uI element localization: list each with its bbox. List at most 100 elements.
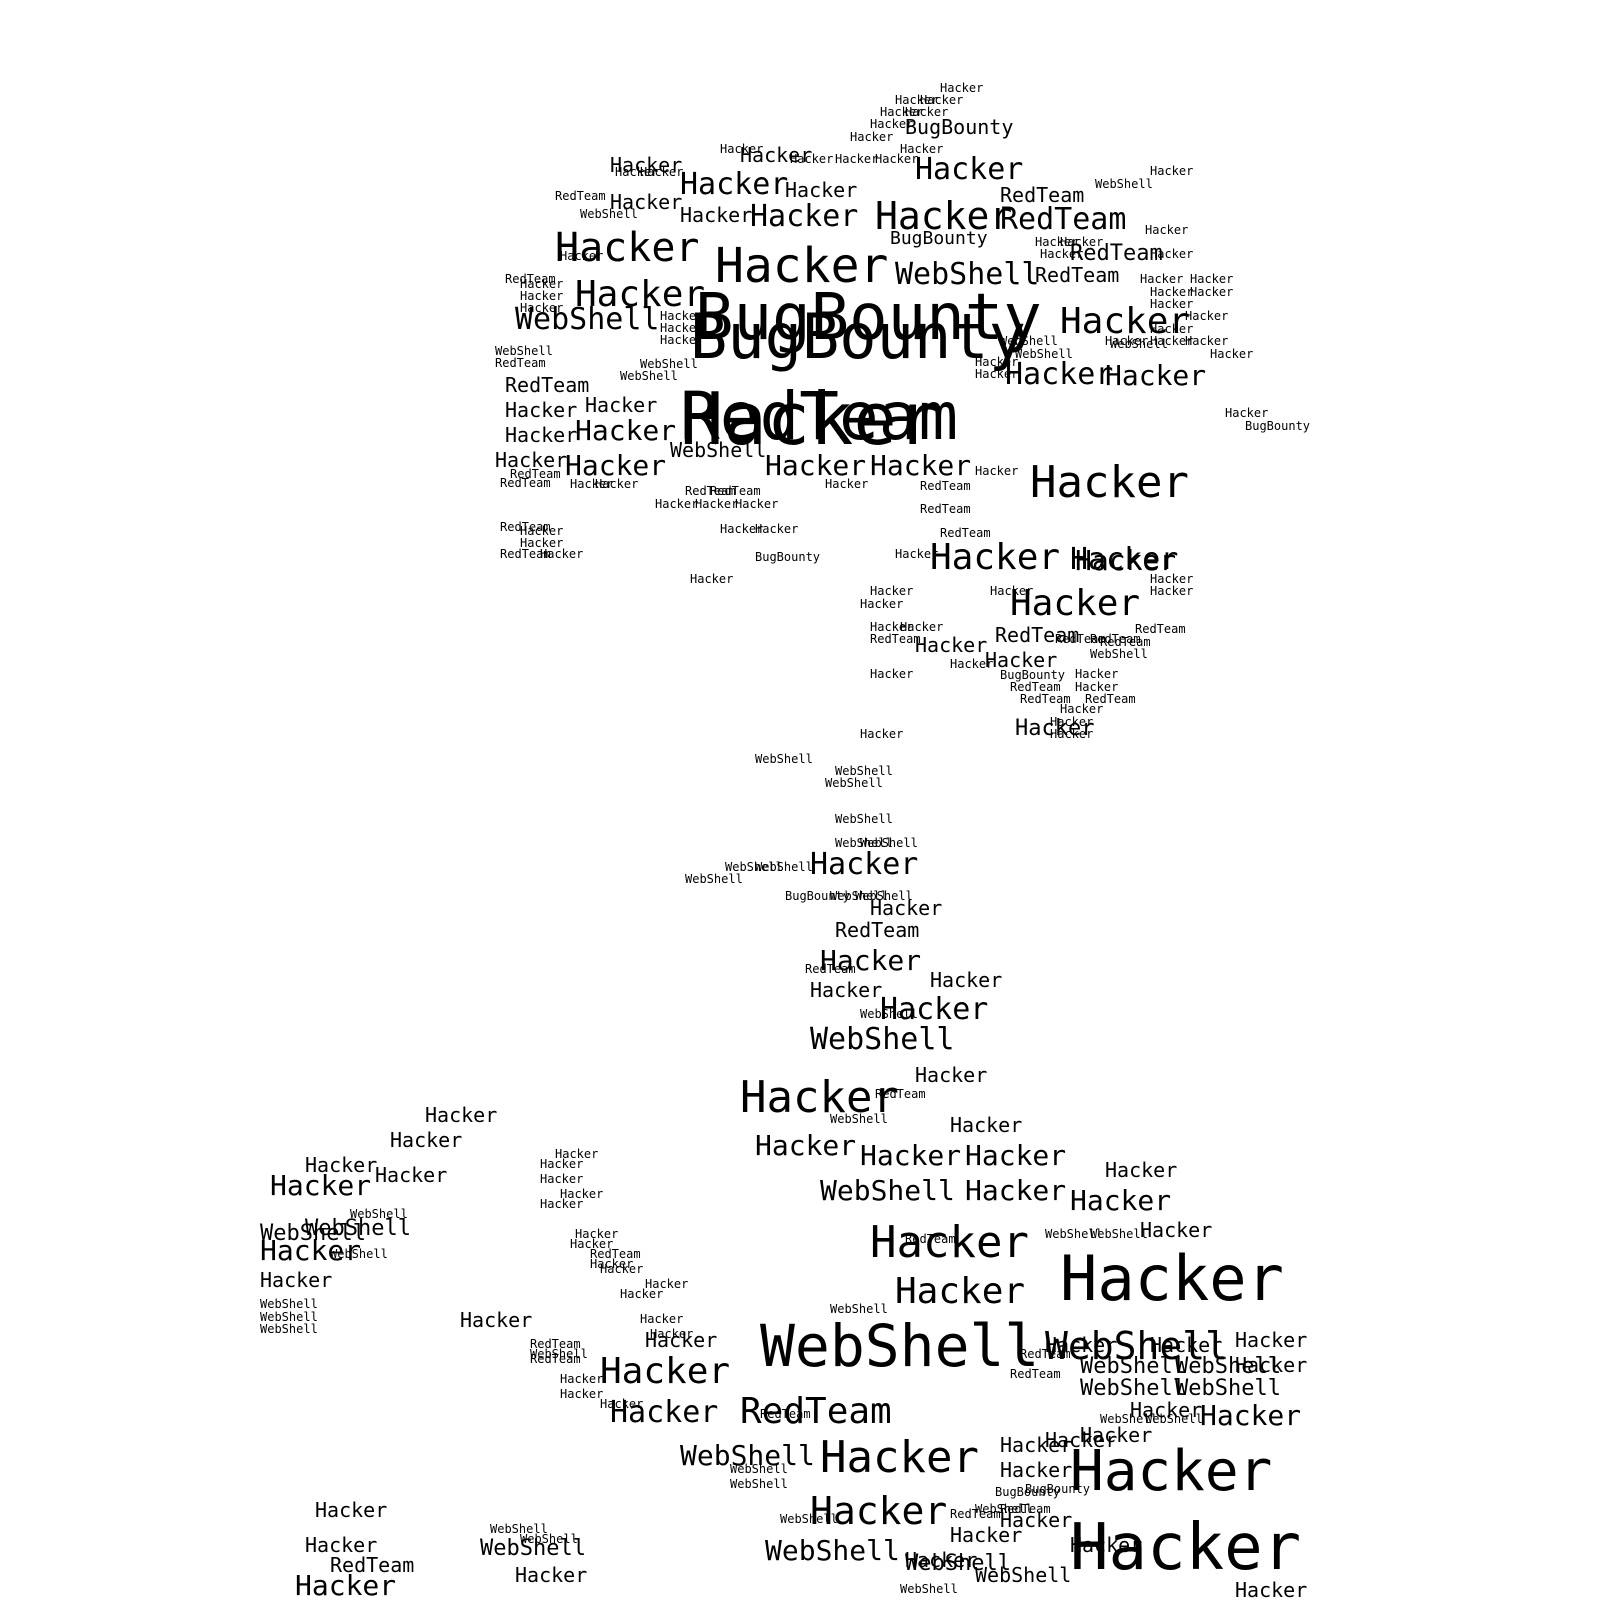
cloud-word: Hacker [870, 1217, 1029, 1268]
cloud-word: RedTeam [1010, 680, 1061, 694]
cloud-word: Hacker [555, 225, 700, 271]
cloud-word: Hacker [1150, 322, 1194, 336]
cloud-word: RedTeam [1070, 241, 1163, 266]
cloud-word: Hacker [520, 277, 564, 291]
cloud-word: RedTeam [760, 1407, 811, 1421]
cloud-word: WebShell [725, 860, 783, 874]
cloud-word: RedTeam [1000, 1502, 1051, 1516]
cloud-word: Hacker [755, 1129, 857, 1162]
cloud-word: WebShell [305, 1216, 411, 1241]
cloud-word: WebShell [975, 1502, 1033, 1516]
cloud-word: Hacker [610, 190, 683, 214]
cloud-word: Hacker [735, 497, 779, 511]
cloud-word: Hacker [1150, 164, 1194, 178]
cloud-word: Hacker [870, 620, 914, 634]
cloud-word: Hacker [1050, 727, 1094, 741]
cloud-word: Hacker [560, 1387, 604, 1401]
cloud-word: RedTeam [505, 272, 556, 286]
cloud-word: RedTeam [995, 623, 1080, 647]
cloud-word: RedTeam [680, 378, 959, 455]
cloud-word: WebShell [1175, 1354, 1281, 1379]
cloud-word: Hacker [1105, 359, 1207, 392]
cloud-word: Hacker [610, 153, 683, 177]
cloud-word: Hacker [950, 1113, 1023, 1137]
cloud-word: Hacker [1000, 1433, 1073, 1457]
cloud-word: WebShell [755, 752, 813, 766]
cloud-word: RedTeam [1135, 622, 1186, 636]
cloud-word: Hacker [1070, 542, 1179, 577]
cloud-word: RedTeam [530, 1352, 581, 1366]
cloud-word: WebShell [350, 1207, 408, 1221]
cloud-word: Hacker [820, 1432, 979, 1483]
cloud-word: Hacker [990, 584, 1034, 598]
cloud-word: Hacker [1000, 1458, 1073, 1482]
cloud-word: Hacker [575, 274, 706, 315]
cloud-word: BugBounty [1000, 668, 1066, 682]
cloud-word: Hacker [785, 178, 858, 202]
cloud-word: Hacker [1045, 1428, 1118, 1452]
cloud-word: Hacker [560, 1187, 604, 1201]
cloud-word: BugBounty [695, 281, 1042, 355]
cloud-word: RedTeam [740, 1391, 892, 1432]
cloud-word: RedTeam [920, 479, 971, 493]
cloud-word: RedTeam [1035, 263, 1120, 287]
cloud-word: WebShell [260, 1297, 318, 1311]
cloud-word: Hacker [715, 238, 889, 294]
cloud-word: Hacker [610, 1395, 719, 1430]
cloud-word: RedTeam [500, 476, 551, 490]
cloud-word: Hacker [520, 289, 564, 303]
cloud-word: Hacker [1075, 667, 1119, 681]
cloud-word: Hacker [620, 1287, 664, 1301]
cloud-word: BugBounty [995, 1485, 1061, 1499]
cloud-word: Hacker [1145, 223, 1189, 237]
cloud-word: Hacker [305, 1153, 378, 1177]
cloud-word: Hacker [645, 1277, 689, 1291]
cloud-word: Hacker [875, 194, 1013, 238]
cloud-word: RedTeam [510, 467, 561, 481]
cloud-word: Hacker [810, 978, 883, 1002]
cloud-word: Hacker [965, 1174, 1067, 1207]
cloud-word: WebShell [685, 872, 743, 886]
cloud-word: RedTeam [710, 484, 761, 498]
cloud-word: Hacker [1150, 1333, 1223, 1357]
cloud-word: Hacker [305, 1533, 378, 1557]
cloud-word: RedTeam [505, 373, 590, 397]
cloud-word: WebShell [515, 302, 660, 337]
cloud-word: Hacker [810, 1489, 948, 1533]
cloud-word: Hacker [540, 547, 584, 561]
cloud-word: RedTeam [1100, 635, 1151, 649]
cloud-word: Hacker [425, 1103, 498, 1127]
cloud-word: WebShell [1095, 177, 1153, 191]
cloud-word: Hacker [965, 1139, 1067, 1172]
cloud-word: Hacker [560, 1372, 604, 1386]
cloud-word: WebShell [895, 257, 1040, 292]
cloud-word: Hacker [315, 1498, 388, 1522]
cloud-word: RedTeam [495, 356, 546, 370]
cloud-word: Hacker [680, 167, 789, 202]
cloud-word: WebShell [730, 1462, 788, 1476]
cloud-word: Hacker [515, 1563, 588, 1587]
cloud-word: Hacker [1225, 406, 1269, 420]
cloud-word: BugBounty [1025, 1482, 1091, 1496]
cloud-word: Hacker [555, 1147, 599, 1161]
cloud-word: Hacker [680, 377, 941, 461]
cloud-word: Hacker [680, 203, 753, 227]
cloud-word: Hacker [540, 1157, 584, 1171]
cloud-word: WebShell [780, 1512, 838, 1526]
cloud-word: Hacker [1075, 544, 1177, 577]
cloud-word: Hacker [1000, 1508, 1073, 1532]
cloud-word: Hacker [1200, 1399, 1302, 1432]
cloud-word: Hacker [495, 448, 568, 472]
cloud-word: Hacker [860, 1139, 962, 1172]
cloud-word: WebShell [810, 1022, 955, 1057]
cloud-word: Hacker [950, 1523, 1023, 1547]
cloud-word: Hacker [570, 1237, 614, 1251]
cloud-word: Hacker [565, 449, 667, 482]
cloud-word: Hacker [270, 1169, 372, 1202]
cloud-word: Hacker [650, 1327, 694, 1341]
cloud-word: Hacker [1210, 347, 1254, 361]
cloud-word: Hacker [295, 1569, 397, 1600]
cloud-word: WebShell [975, 1563, 1072, 1587]
cloud-word: Hacker [540, 1197, 584, 1211]
cloud-word: WebShell [755, 860, 813, 874]
